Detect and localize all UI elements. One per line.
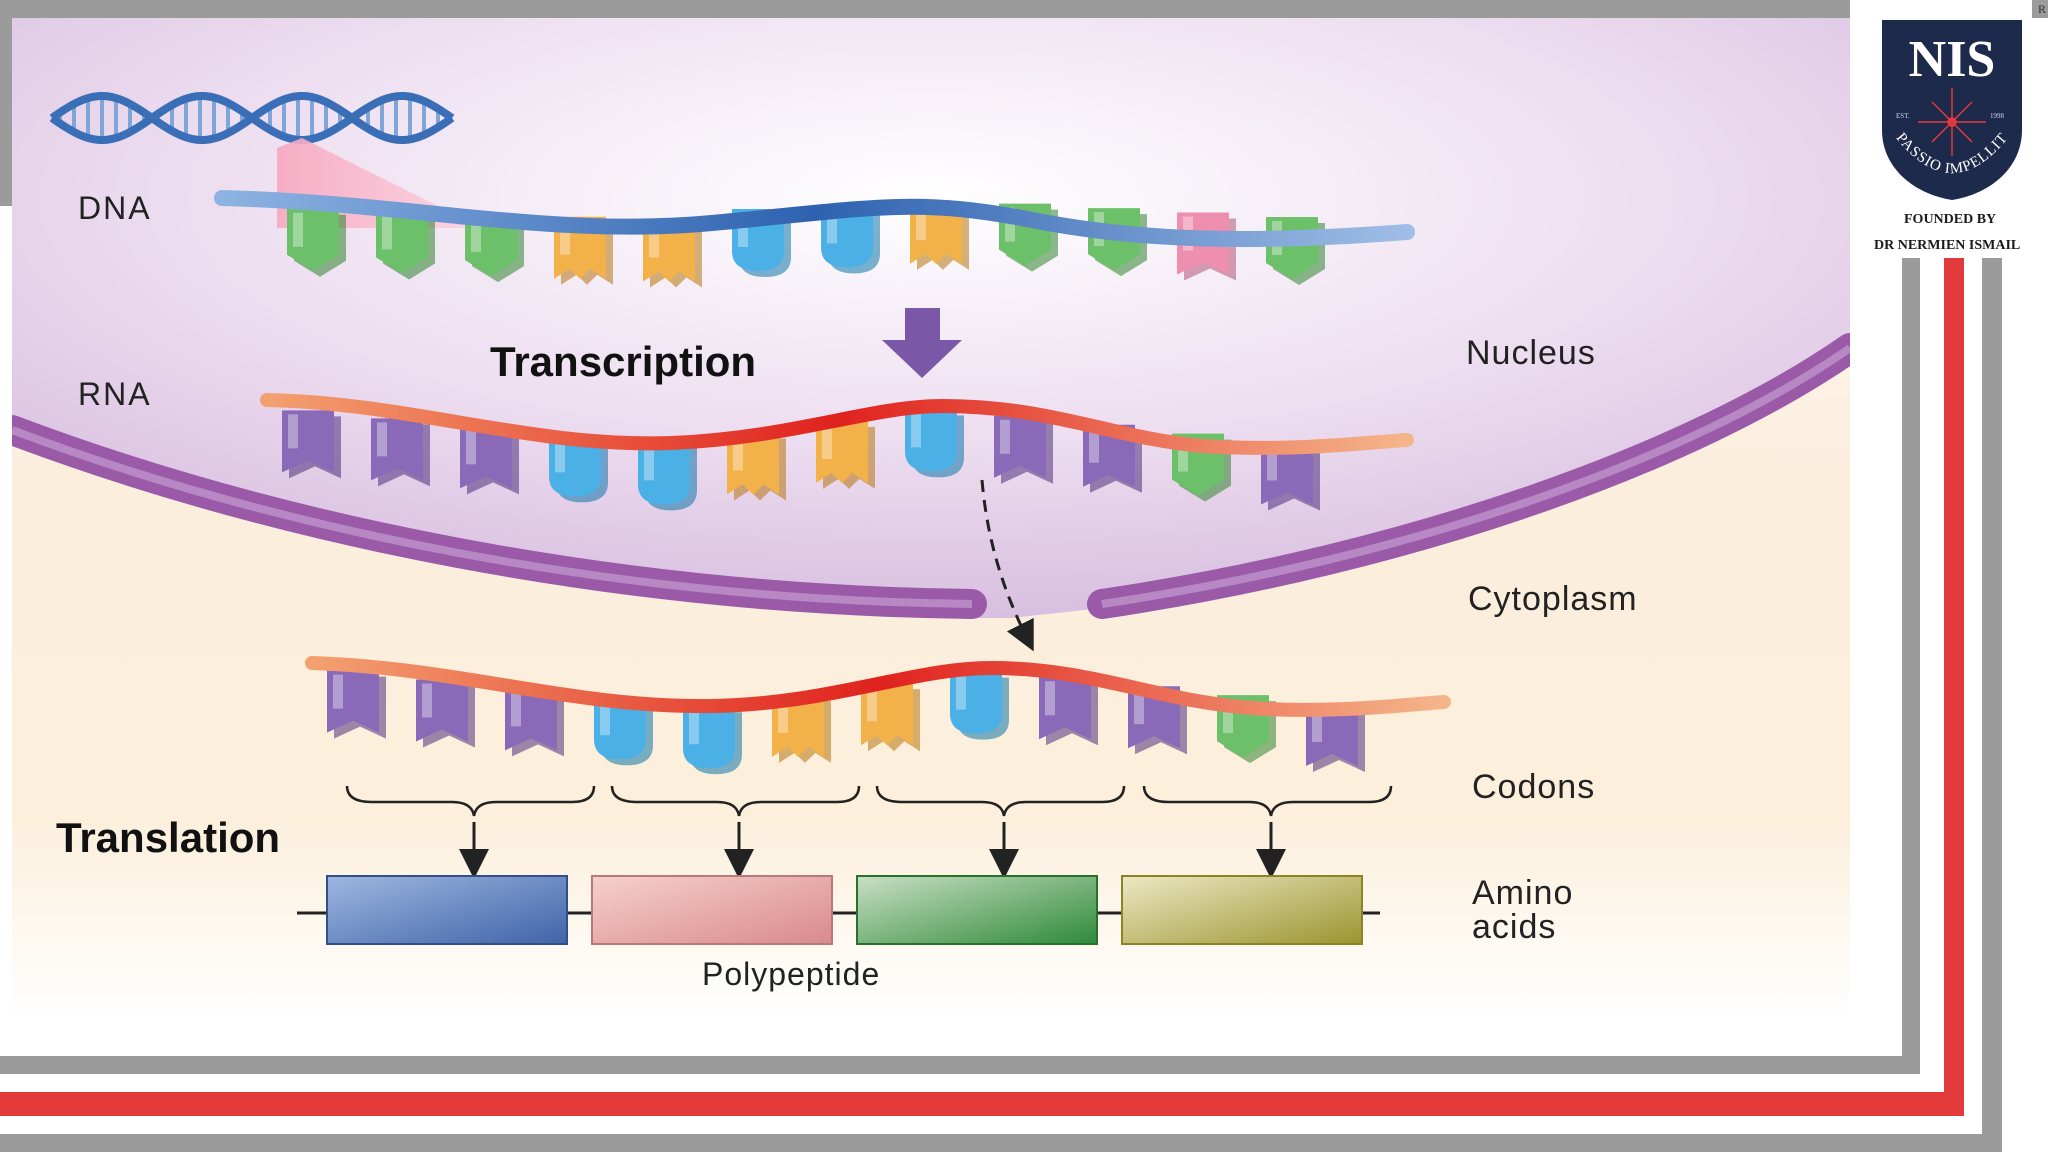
- frame-top-bar: [0, 0, 1850, 18]
- dna-strand: [214, 190, 1415, 248]
- codon-brace-1: [345, 785, 596, 879]
- nuclear-rna-base-1: [282, 410, 341, 479]
- frame-right-gray-bar-1: [1902, 258, 1920, 1074]
- dna-helix-icon: [49, 92, 455, 144]
- rna-label: RNA: [78, 376, 152, 412]
- dna-base-1: [287, 208, 346, 277]
- amino-acid-block-1: [326, 875, 568, 945]
- transcription-arrow: [882, 308, 962, 378]
- dna-base-2: [376, 211, 435, 280]
- frame-bottom-gray-bar-2: [0, 1134, 2002, 1152]
- nuclear-rna-base-7: [816, 420, 875, 489]
- nuclear-rna-base-5: [638, 442, 697, 511]
- logo-est: EST.: [1896, 112, 1910, 120]
- nuclear-rna-base-8: [905, 409, 964, 478]
- dna-base-3: [465, 214, 524, 283]
- codon-brace-4: [1142, 785, 1393, 879]
- cytoplasm-mrna-strand: [305, 656, 1451, 717]
- nucleus-label: Nucleus: [1466, 334, 1596, 372]
- corner-mark: R: [2037, 2, 2046, 16]
- nuclear-rna-strand: [260, 393, 1414, 455]
- mrna-export-arrow: [980, 479, 1034, 652]
- nuclear-rna-base-3: [460, 426, 519, 495]
- cytoplasm-mrna-base-7: [861, 683, 920, 752]
- protein-synthesis-diagram: DNA RNA Transcription Translation Nucleu…: [12, 18, 1850, 1018]
- amino-acid-block-2: [591, 875, 833, 945]
- dna-label: DNA: [78, 190, 152, 226]
- amino-acid-block-3: [856, 875, 1098, 945]
- frame-bottom-red-bar: [0, 1092, 1964, 1116]
- amino-acid-block-4: [1121, 875, 1363, 945]
- cytoplasm-mrna-base-3: [505, 688, 564, 757]
- nuclear-rna-base-2: [371, 418, 430, 487]
- cytoplasm-mrna-base-9: [1039, 677, 1098, 746]
- frame-left-bar: [0, 18, 12, 206]
- cytoplasm-mrna-base-1: [327, 670, 386, 739]
- codon-brace-3: [875, 785, 1126, 879]
- codons-label: Codons: [1472, 768, 1596, 806]
- logo-letters: NIS: [1909, 31, 1996, 88]
- cytoplasm-mrna-base-2: [416, 679, 475, 748]
- amino-acids-label-line1: Amino: [1472, 874, 1574, 912]
- frame-right-red-bar: [1944, 258, 1964, 1116]
- frame-bottom-gray-bar-1: [0, 1056, 1902, 1074]
- frame-top-right-gray: [2032, 0, 2048, 18]
- founded-by-text: FOUNDED BY: [1904, 212, 1997, 227]
- polypeptide-label: Polypeptide: [702, 956, 881, 992]
- cytoplasm-label: Cytoplasm: [1468, 580, 1638, 618]
- cytoplasm-mrna-base-8: [950, 671, 1009, 740]
- nuclear-rna-base-12: [1261, 442, 1320, 511]
- frame-right-gray-bar-2: [1982, 258, 2002, 1152]
- dna-base-5: [643, 219, 702, 288]
- logo-year: 1998: [1990, 112, 2005, 120]
- nuclear-rna-base-10: [1083, 424, 1142, 493]
- amino-acids-label-line2: acids: [1472, 908, 1557, 946]
- nuclear-rna-base-9: [994, 415, 1053, 484]
- cytoplasm-mrna-base-6: [772, 694, 831, 763]
- dna-base-7: [821, 205, 880, 274]
- school-logo: NIS EST. 1998 PASSIO IMPELLIT: [1878, 18, 2026, 202]
- cytoplasm-mrna-base-5: [683, 706, 742, 775]
- logo-star-icon: [1918, 88, 1986, 156]
- nuclear-rna-base-4: [549, 434, 608, 503]
- dna-base-8: [910, 201, 969, 270]
- nuclear-rna-base-6: [727, 432, 786, 501]
- translation-label: Translation: [56, 814, 281, 861]
- cytoplasm-mrna-base-12: [1306, 704, 1365, 772]
- founder-name-text: DR NERMIEN ISMAIL: [1874, 238, 2021, 253]
- codon-brace-2: [610, 785, 861, 879]
- transcription-label: Transcription: [490, 338, 757, 385]
- cytoplasm-mrna-base-4: [594, 697, 653, 766]
